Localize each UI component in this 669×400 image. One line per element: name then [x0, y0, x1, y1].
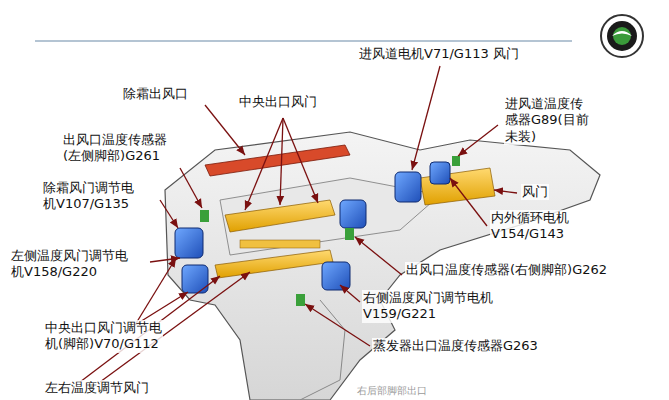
part-label: 进风道温度传 感器G89(目前 未装)	[504, 96, 590, 145]
watermark-text: 右后部脚部出口	[356, 385, 428, 398]
part-label: 左右温度调节风门	[44, 380, 150, 396]
part-label: 进风道电机V71/G113 风门	[358, 46, 520, 62]
part-label: 中央出口风门调节电 机(脚部)V70/G112	[44, 320, 163, 353]
part-label: 蒸发器出口温度传感器G263	[372, 338, 539, 354]
part-label: 出风口温度传感器(右侧脚部)G262	[405, 262, 608, 278]
sensor	[200, 156, 460, 306]
defrost-outlet	[205, 145, 350, 176]
part-label: 左侧温度风门调节电 机V158/G220	[10, 248, 129, 281]
part-label: 风门	[521, 184, 549, 200]
part-label: 右侧温度风门调节电机 V159/G221	[362, 290, 494, 323]
part-label: 除霜出风口	[122, 86, 189, 102]
part-label: 出风口温度传感器 (左侧脚部)G261	[62, 132, 168, 165]
header-rule	[35, 40, 572, 41]
temp-flap	[215, 250, 333, 278]
rod	[240, 240, 320, 248]
part-label: 中央出口风门	[238, 94, 318, 110]
part-label: 内外循环电机 V154/G143	[490, 210, 570, 243]
brand-logo	[601, 15, 643, 57]
part-label: 除霜风门调节电 机V107/G135	[42, 180, 135, 213]
